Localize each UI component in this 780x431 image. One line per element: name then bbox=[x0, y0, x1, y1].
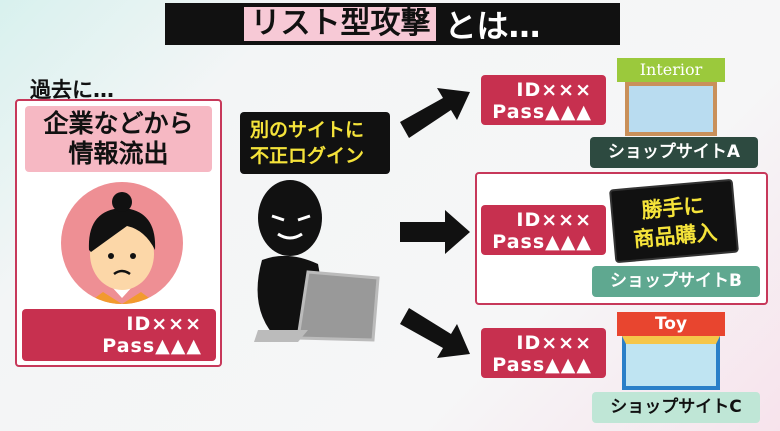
cred-pass: Pass▲▲▲ bbox=[492, 101, 592, 123]
title-keyword: リスト型攻撃 bbox=[244, 7, 437, 41]
cred-pass: Pass▲▲▲ bbox=[492, 231, 592, 253]
cred-pass: Pass▲▲▲ bbox=[102, 335, 202, 357]
unauthorized-purchase-label: 勝手に 商品購入 bbox=[609, 178, 739, 264]
attack-line2: 不正ログイン bbox=[250, 145, 365, 167]
past-label: 過去に… bbox=[30, 78, 114, 102]
site-a-label: ショップサイトA bbox=[590, 137, 758, 168]
title-rest: とは… bbox=[444, 7, 541, 45]
cred-id: ID××× bbox=[516, 332, 592, 354]
cred-id: ID××× bbox=[126, 313, 202, 335]
cred-pass: Pass▲▲▲ bbox=[492, 354, 592, 376]
site-b-credentials: ID××× Pass▲▲▲ bbox=[481, 205, 606, 255]
leak-line2: 情報流出 bbox=[68, 139, 169, 168]
leak-card: 企業などから 情報流出 ID××× Pass▲▲▲ bbox=[15, 99, 222, 367]
attack-line1: 別のサイトに bbox=[250, 119, 365, 141]
shop-sign: Interior bbox=[617, 58, 725, 82]
title-bar: リスト型攻撃 とは… bbox=[165, 3, 620, 45]
site-a-credentials: ID××× Pass▲▲▲ bbox=[481, 75, 606, 125]
leak-line1: 企業などから bbox=[43, 109, 194, 138]
arrow-right-icon bbox=[400, 210, 470, 254]
site-c-label: ショップサイトC bbox=[592, 392, 760, 423]
arrow-up-right-icon bbox=[400, 88, 470, 138]
interior-shop-icon: Interior bbox=[617, 58, 725, 136]
cred-id: ID××× bbox=[516, 209, 592, 231]
attack-label: 別のサイトに 不正ログイン bbox=[240, 112, 390, 174]
leak-credentials: ID××× Pass▲▲▲ bbox=[22, 309, 216, 361]
arrow-down-right-icon bbox=[400, 308, 470, 358]
site-c-credentials: ID××× Pass▲▲▲ bbox=[481, 328, 606, 378]
shop-sign: Toy bbox=[617, 312, 725, 336]
leak-heading: 企業などから 情報流出 bbox=[25, 106, 212, 172]
arrows bbox=[400, 88, 470, 358]
hacker-icon bbox=[254, 180, 380, 342]
site-b-label: ショップサイトB bbox=[592, 266, 760, 297]
cred-id: ID××× bbox=[516, 79, 592, 101]
toy-shop-icon: Toy bbox=[617, 312, 725, 390]
worried-person-icon bbox=[61, 182, 183, 304]
